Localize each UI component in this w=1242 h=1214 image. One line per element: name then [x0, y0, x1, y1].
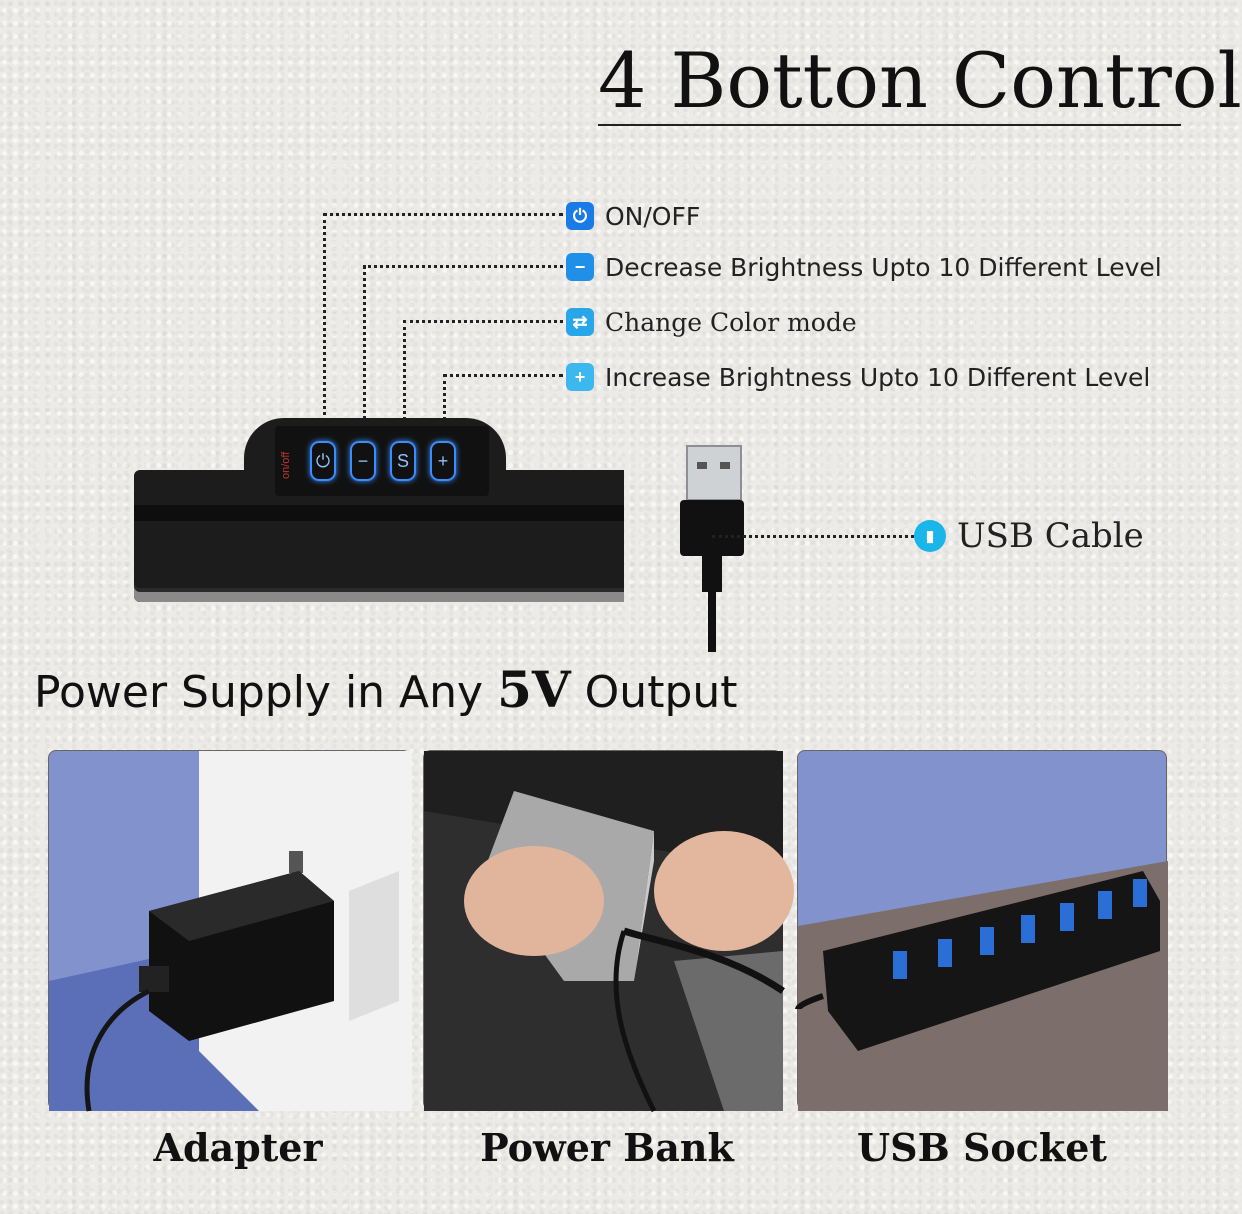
page-title: 4 Botton Control	[598, 36, 1242, 126]
usb-hub-illustration	[795, 861, 1168, 1111]
supply-suffix: Output	[584, 667, 738, 718]
laptop-edge	[674, 951, 783, 1111]
hub-cable	[795, 993, 824, 1011]
usb-plug-hole	[697, 462, 707, 469]
socket-hole	[289, 851, 303, 873]
power-bank-illustration	[424, 751, 794, 1113]
adapter-card	[48, 750, 412, 1112]
device-decrease-button[interactable]: −	[350, 441, 376, 481]
usb-wire	[708, 590, 716, 652]
power-supply-heading: Power Supply in Any 5V Output	[34, 660, 738, 719]
usb-connector	[680, 500, 744, 556]
swap-icon: ⇄	[566, 308, 594, 336]
control-label: Increase Brightness Upto 10 Different Le…	[605, 362, 1151, 392]
leader-line	[323, 213, 563, 216]
leader-line	[403, 320, 563, 323]
device-mode-button[interactable]: S	[390, 441, 416, 481]
supply-voltage: 5V	[497, 660, 571, 719]
usb-plug-hole	[720, 462, 730, 469]
adapter-cable	[84, 988, 151, 1112]
power-bank-card	[423, 750, 794, 1113]
device-increase-button[interactable]: +	[430, 441, 456, 481]
usb-icon: ▮	[914, 520, 946, 552]
outlet-switch	[349, 871, 399, 1021]
usb-cable	[622, 927, 785, 994]
device-bar-groove	[134, 505, 624, 521]
minus-icon: −	[566, 253, 594, 281]
control-row-color-mode: ⇄ Change Color mode	[566, 306, 857, 338]
left-hand	[464, 846, 604, 956]
right-hand	[654, 831, 794, 951]
control-label: Change Color mode	[605, 307, 857, 337]
supply-prefix: Power Supply in Any	[34, 667, 484, 718]
control-row-decrease: − Decrease Brightness Upto 10 Different …	[566, 251, 1162, 283]
usb-socket-card	[795, 750, 1168, 1111]
leader-line	[323, 213, 326, 445]
control-label: Decrease Brightness Upto 10 Different Le…	[605, 252, 1162, 282]
device-power-button[interactable]: ⏻	[310, 441, 336, 481]
leader-line	[403, 320, 406, 445]
leader-line	[712, 535, 914, 538]
adapter-caption: Adapter	[153, 1125, 323, 1170]
plus-icon: +	[566, 363, 594, 391]
adapter-plug	[139, 966, 169, 992]
power-icon: ⏻	[566, 202, 594, 230]
usb-cable-label: USB Cable	[957, 516, 1144, 556]
usb-socket-caption: USB Socket	[857, 1125, 1107, 1170]
leader-line	[363, 265, 366, 445]
power-bank-caption: Power Bank	[480, 1125, 734, 1170]
leader-line	[443, 374, 446, 445]
usb-strain-relief	[702, 556, 722, 592]
control-label: ON/OFF	[605, 201, 701, 231]
leader-line	[363, 265, 563, 268]
control-panel	[275, 426, 489, 496]
control-row-increase: + Increase Brightness Upto 10 Different …	[566, 361, 1150, 393]
usb-plug	[686, 445, 742, 501]
adapter-top	[149, 871, 334, 941]
adapter-illustration	[49, 751, 412, 1112]
leader-line	[443, 374, 563, 377]
control-row-onoff: ⏻ ON/OFF	[566, 200, 700, 232]
panel-label: on/off	[280, 451, 292, 479]
usb-hub-body	[823, 871, 1160, 1051]
usb-cable-row: ▮ USB Cable	[914, 516, 1144, 556]
